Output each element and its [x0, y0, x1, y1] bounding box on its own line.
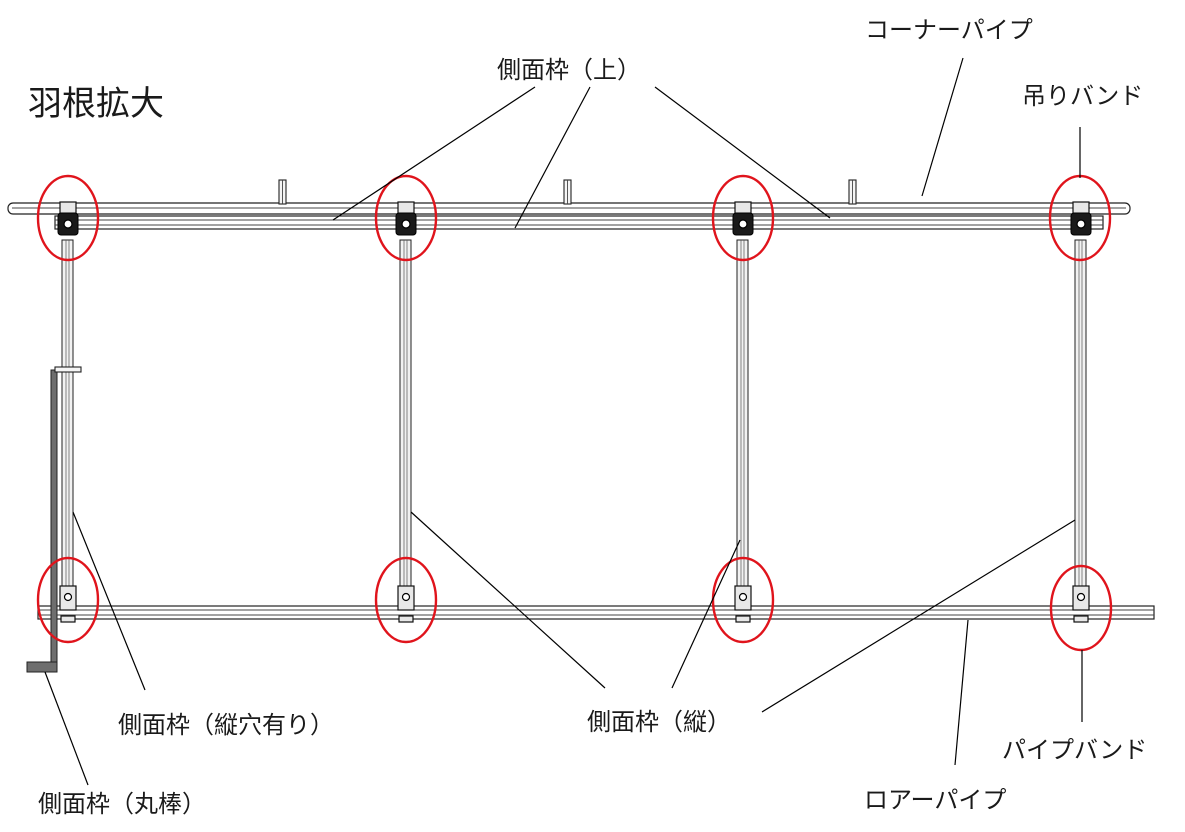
- label-pipe-band: パイプバンド: [1002, 736, 1147, 764]
- side-frame-vertical: [399, 239, 412, 593]
- side-frame-vertical: [736, 239, 749, 593]
- leader-lower-pipe: [954, 619, 969, 766]
- highlight-circle: [711, 174, 775, 262]
- hanging-band-clamp: [732, 201, 754, 236]
- hanging-band-clamp: [395, 201, 417, 236]
- side-frame-top: [54, 215, 1104, 230]
- leader-corner-pipe: [921, 57, 964, 197]
- leader-side-frame-top: [654, 86, 831, 219]
- label-corner-pipe: コーナーパイプ: [865, 16, 1033, 44]
- side-frame-round-bar: [26, 366, 82, 673]
- label-side-frame-vertical-hole: 側面枠（縦穴有り）: [118, 711, 334, 739]
- diagram-title: 羽根拡大: [28, 84, 164, 124]
- leader-side-frame-vertical: [671, 539, 741, 689]
- highlight-circle: [1049, 564, 1113, 652]
- pipe-band-clamp: [397, 585, 415, 623]
- highlight-circle: [36, 556, 100, 644]
- hanging-band-clamp: [57, 201, 79, 236]
- leader-lines: [44, 57, 1083, 786]
- leader-side-frame-vertical: [761, 519, 1076, 713]
- top-posts: [278, 179, 857, 205]
- highlight-circle: [36, 174, 100, 262]
- label-lower-pipe: ロアーパイプ: [864, 786, 1006, 814]
- label-hanging-band: 吊りバンド: [1022, 82, 1143, 110]
- pipe-band-clamp: [59, 585, 77, 623]
- leader-side-frame-top: [514, 86, 591, 229]
- leader-side-frame-vertical-hole: [72, 511, 146, 691]
- label-side-frame-round-bar: 側面枠（丸棒）: [38, 790, 206, 818]
- pipe-band-clamp: [1072, 585, 1090, 623]
- highlight-circle: [374, 556, 438, 644]
- leader-side-frame-round-bar: [44, 671, 89, 786]
- side-frame-vertical: [1074, 239, 1087, 593]
- label-side-frame-top: 側面枠（上）: [497, 56, 641, 84]
- hanging-band-clamp: [1070, 201, 1092, 236]
- highlight-circle: [374, 174, 438, 262]
- label-side-frame-vertical: 側面枠（縦）: [587, 708, 731, 736]
- side-frame-vertical-hole: [61, 239, 74, 593]
- pipe-band-clamp: [734, 585, 752, 623]
- corner-pipe: [7, 202, 1131, 215]
- leader-side-frame-top: [332, 86, 536, 221]
- highlight-circles: [36, 174, 1113, 652]
- lower-pipe: [37, 605, 1155, 620]
- leader-side-frame-vertical: [410, 511, 606, 689]
